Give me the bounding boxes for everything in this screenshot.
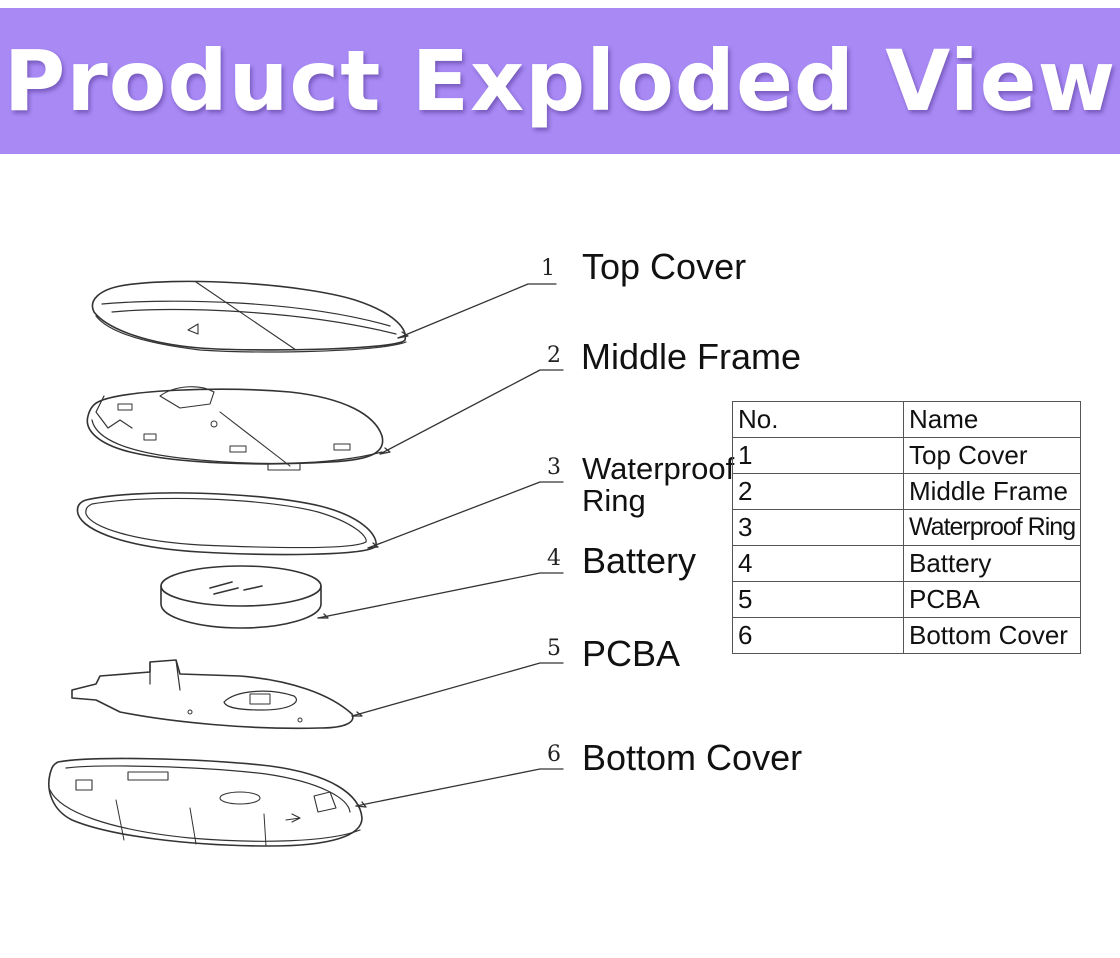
callout-label-middle-frame: Middle Frame [581,336,802,377]
battery-part [160,565,322,629]
callout-number-5: 5 [547,636,561,661]
top-cover-part [91,280,407,353]
table-header-name: Name [902,401,1082,438]
callout-label-waterproof-line1: Waterproof [582,451,735,486]
callout-label-waterproof-ring: Waterproof Ring [582,453,734,516]
callout-number-4: 4 [547,546,561,571]
table-cell-no: 4 [732,545,904,582]
pcba-part [71,659,354,730]
waterproof-ring-part [76,492,377,556]
table-header-no: No. [732,401,904,438]
callout-label-top-cover: Top Cover [582,246,747,287]
table-cell-name: Middle Frame [902,473,1082,510]
table-cell-name: Battery [902,545,1082,582]
callout-label-bottom-cover: Bottom Cover [582,737,803,778]
callout-number-2: 2 [547,343,561,368]
page-title: Product Exploded View [3,32,1117,130]
bottom-cover-part [48,757,363,847]
table-row: 3 Waterproof Ring [732,509,1082,546]
parts-table: No. Name 1 Top Cover 2 Middle Frame 3 Wa… [732,401,1082,654]
table-cell-no: 1 [732,437,904,474]
table-row: 2 Middle Frame [732,473,1082,510]
table-cell-no: 2 [732,473,904,510]
title-banner: Product Exploded View [0,8,1120,154]
callout-number-6: 6 [547,742,561,767]
leader-lines [317,283,564,808]
table-row: 4 Battery [732,545,1082,582]
table-row: 6 Bottom Cover [732,617,1082,654]
table-cell-name: Top Cover [902,437,1082,474]
middle-frame-part [86,386,384,471]
callout-label-battery: Battery [582,540,697,581]
table-cell-no: 5 [732,581,904,618]
callout-number-3: 3 [547,455,561,480]
table-cell-name: Bottom Cover [902,617,1082,654]
table-row: 1 Top Cover [732,437,1082,474]
callout-label-waterproof-line2: Ring [582,482,646,518]
table-header-row: No. Name [732,401,1082,438]
callout-number-1: 1 [541,256,555,281]
table-cell-no: 6 [732,617,904,654]
table-cell-no: 3 [732,509,904,546]
table-row: 5 PCBA [732,581,1082,618]
table-cell-name: PCBA [902,581,1082,618]
table-cell-name: Waterproof Ring [902,509,1082,546]
callout-label-pcba: PCBA [582,633,681,674]
